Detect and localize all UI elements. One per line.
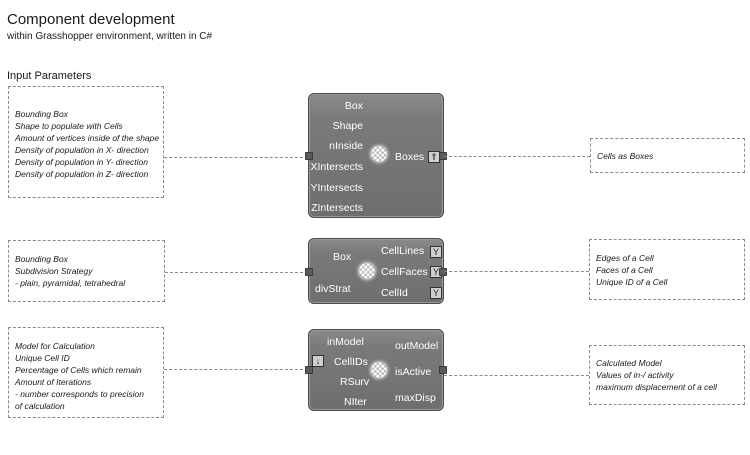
note-line: - number corresponds to precision [15,388,144,399]
input-grip-icon[interactable] [305,366,313,374]
note-line: - plain, pyramidal, tetrahedral [15,277,126,288]
input-param[interactable]: nInside [329,140,363,152]
page-title: Component development [7,11,175,28]
note-line: Values of in-/ activity [596,369,674,380]
output-grip-icon[interactable] [439,366,447,374]
note-line: Cells as Boxes [597,151,654,161]
output-note-1: Cells as Boxes [590,138,745,173]
input-param[interactable]: XIntersects [310,161,363,173]
input-param[interactable]: Box [333,251,352,263]
output-note-3: Calculated Model Values of in-/ activity… [589,345,745,405]
flatten-icon: ↓ [312,355,324,367]
tree-icon: Y [430,287,442,299]
tree-icon: Y [430,246,442,258]
note-line: Density of population in Z- direction [15,168,149,179]
output-param[interactable]: CellLines [381,245,425,257]
input-param[interactable]: inModel [327,336,364,348]
note-line: Percentage of Cells which remain [15,364,142,375]
note-line: Density of population in Y- direction [15,156,148,167]
output-grip-icon[interactable] [439,268,447,276]
output-param[interactable]: CellId [381,287,408,299]
output-param[interactable]: Boxes [395,151,425,163]
note-line: Subdivision Strategy [15,265,93,276]
output-param[interactable]: outModel [395,340,439,352]
note-line: Calculated Model [596,358,662,368]
component-analysis[interactable]: inModel ↓ CellIDs RSurv NIter outModel i… [305,329,447,411]
component-box-populate[interactable]: Box Shape nInside XIntersects YIntersect… [305,93,447,218]
component-icon [371,362,387,378]
input-wire-1 [164,157,308,158]
note-line: Unique Cell ID [15,352,70,363]
note-line: Shape to populate with Cells [15,120,123,131]
note-line: maximum displacement of a cell [596,381,717,392]
output-wire-1 [444,156,590,157]
input-note-3: Model for Calculation Unique Cell ID Per… [8,327,164,418]
input-wire-2 [165,272,308,273]
output-wire-3 [444,375,589,376]
note-line: Edges of a Cell [596,253,654,263]
component-icon [359,263,375,279]
output-param[interactable]: isActive [395,366,432,378]
note-line: Model for Calculation [15,341,95,351]
note-line: Unique ID of a Cell [596,276,668,287]
input-note-1: Bounding Box Shape to populate with Cell… [8,86,164,198]
note-line: of calculation [15,400,65,411]
input-param[interactable]: NIter [344,396,367,408]
input-note-2: Bounding Box Subdivision Strategy - plai… [8,240,165,302]
output-note-2: Edges of a Cell Faces of a Cell Unique I… [589,239,745,300]
input-grip-icon[interactable] [305,152,313,160]
component-icon [371,146,387,162]
input-param[interactable]: Shape [332,120,363,132]
input-param[interactable]: Box [344,100,363,112]
output-param[interactable]: maxDisp [395,392,436,404]
input-param[interactable]: YIntersects [310,182,363,194]
input-param[interactable]: RSurv [340,376,370,388]
note-line: Density of population in X- direction [15,144,149,155]
input-param[interactable]: ZIntersects [311,202,363,214]
note-line: Bounding Box [15,254,68,264]
note-line: Bounding Box [15,109,68,119]
page-subtitle: within Grasshopper environment, written … [7,31,213,42]
input-param[interactable]: divStrat [315,283,351,295]
output-param[interactable]: CellFaces [381,266,428,278]
note-line: Faces of a Cell [596,264,653,275]
component-cell-subdivision[interactable]: Box divStrat CellLines CellFaces CellId … [305,238,447,304]
input-param[interactable]: CellIDs [334,356,368,368]
input-wire-3 [164,369,308,370]
note-line: Amount of Iterations [15,376,92,387]
note-line: Amount of vertices inside of the shape [15,132,160,143]
input-grip-icon[interactable] [305,268,313,276]
section-heading: Input Parameters [7,70,92,82]
output-wire-2 [444,271,589,272]
